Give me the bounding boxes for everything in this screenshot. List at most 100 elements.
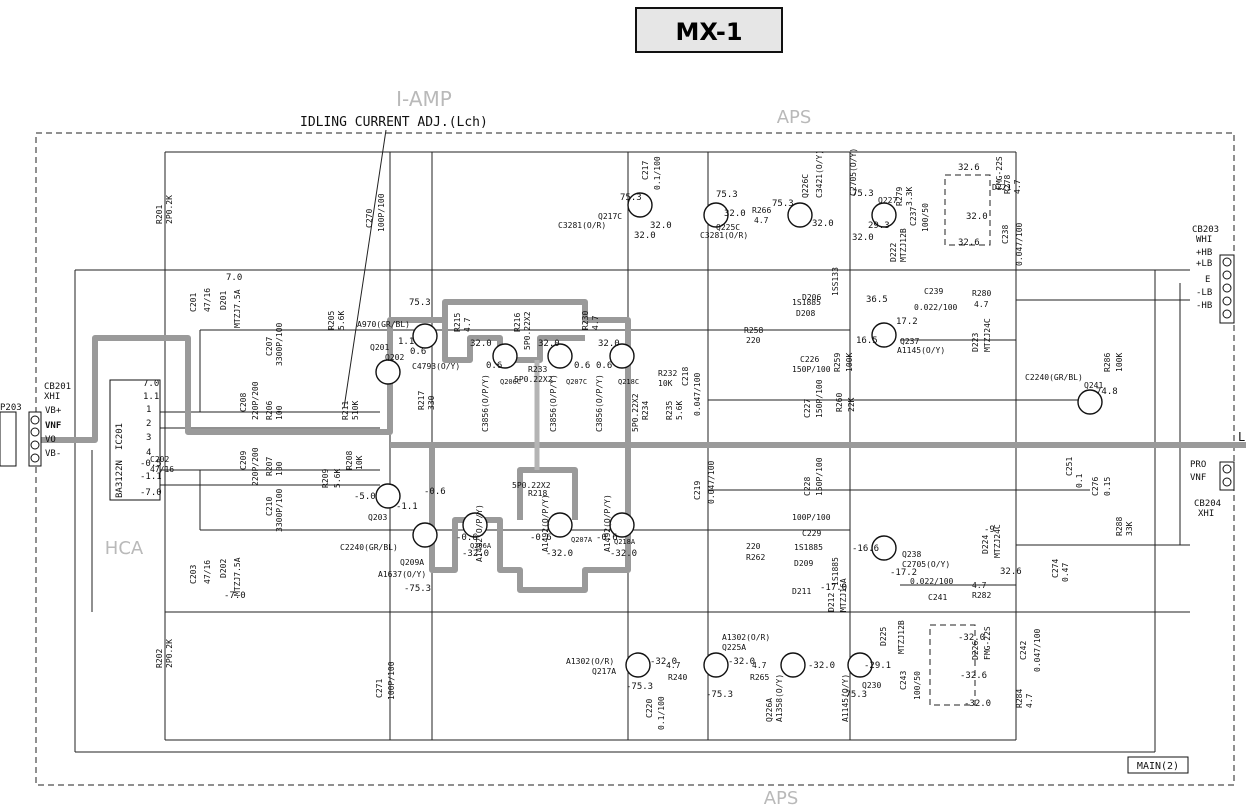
voltage-q206a-n32: -32.0 <box>462 549 489 559</box>
label-r282-value: 4.7 <box>972 581 987 590</box>
label-q225a-part: A1302(O/R) <box>722 633 770 642</box>
voltage-q217c-32: 32.0 <box>634 231 656 241</box>
voltage-fmg-bot-n326: -32.6 <box>960 671 987 681</box>
voltage-d211-n170: -17.0 <box>820 583 847 593</box>
label-q217a-part: A1302(O/R) <box>566 657 614 666</box>
label-c271-ref: C271 <box>375 679 384 698</box>
ic-pin-n11: -1.1 <box>140 472 162 482</box>
label-d224-part: MTZJ24C <box>993 524 1002 558</box>
voltage-q202-11: 1.1 <box>398 337 414 347</box>
label-c237-value: 100/50 <box>921 203 930 232</box>
title-block: MX-1 <box>635 7 783 53</box>
voltage-q207c-06: 0.6 <box>574 361 590 371</box>
label-q226a-part: A1358(O/Y) <box>775 674 784 722</box>
section-label-aps-top: APS <box>777 107 812 128</box>
label-d225-part: MTZJ12B <box>897 620 906 654</box>
label-r266-value: 4.7 <box>754 216 769 225</box>
page-tag-text: MAIN(2) <box>1137 761 1179 772</box>
label-d211-part: 1S1885 <box>831 557 840 586</box>
label-q209a-ref: Q209A <box>400 558 424 567</box>
label-q206c-ref: Q206C <box>500 378 521 386</box>
transistor-symbol-q218c <box>609 343 635 369</box>
label-q207a-ref: Q207A <box>571 536 593 544</box>
label-q203-part: C2240(GR/BL) <box>340 543 398 552</box>
label-r232-ref: R232 <box>658 369 677 378</box>
label-c210-value: 3300P/100 <box>275 488 284 532</box>
transistor-symbol-q225c <box>703 202 729 228</box>
label-r202-value: 2P0.2K <box>165 639 174 668</box>
ic-pin-3: 3 <box>146 433 151 443</box>
label-r262-value: 220 <box>746 542 761 551</box>
label-r278-value: 4.7 <box>1013 179 1022 194</box>
voltage-q237-172: 17.2 <box>896 317 918 327</box>
label-c201-ref: C201 <box>189 293 198 312</box>
voltage-q203-n50: -5.0 <box>354 492 376 502</box>
label-q207c-part: C3856(O/P/Y) <box>549 374 558 432</box>
voltage-q230-n75: -75.3 <box>840 690 867 700</box>
label-q227-part: C2705(O/Y) <box>849 148 858 196</box>
label-q218a-ref: Q218A <box>614 538 636 546</box>
label-c203-ref: C203 <box>189 565 198 584</box>
label-c270-value: 100P/100 <box>377 193 386 232</box>
label-q207c-ref: Q207C <box>566 378 587 386</box>
label-r201-ref: R201 <box>155 205 164 224</box>
voltage-q207a-n32: -32.0 <box>546 549 573 559</box>
label-r211-ref: R211 <box>341 401 350 420</box>
label-r265-ref: R265 <box>750 673 769 682</box>
label-r209-ref: R209 <box>321 469 330 488</box>
label-r240-value: 4.7 <box>666 661 681 670</box>
label-d206-part: 1SS133 <box>831 267 840 296</box>
p203-label: P203 <box>0 403 22 413</box>
label-c218-value: 0.047/100 <box>693 372 702 416</box>
label-r280-ref: R280 <box>972 289 991 298</box>
label-r233-ref: R233 <box>528 365 547 374</box>
label-c274-value: 0.47 <box>1061 563 1070 582</box>
label-q225a-ref: Q225A <box>722 643 746 652</box>
label-c238-value: 0.047/100 <box>1015 222 1024 266</box>
label-r206-value: 100 <box>275 405 284 420</box>
label-q241-ref: Q241 <box>1084 381 1103 390</box>
transistor-symbol-q206c <box>492 343 518 369</box>
label-r282-ref: R282 <box>972 591 991 600</box>
label-r284-ref: R284 <box>1015 689 1024 708</box>
label-r211-value: 510K <box>351 401 360 420</box>
annotation-leader <box>343 129 387 409</box>
label-d209-part: 1S1885 <box>794 543 823 552</box>
voltage-q209a-n06: -0.6 <box>424 487 446 497</box>
voltage-fmg-bot-n32: -32.0 <box>958 633 985 643</box>
capacitor-labels: C201 47/16 C202 47/16 C203 47/16 C207 33… <box>150 156 1112 730</box>
label-d222-part: MTZJ12B <box>899 228 908 262</box>
voltage-q225a-n75: -75.3 <box>706 690 733 700</box>
voltage-q226a-n32: -32.0 <box>808 661 835 671</box>
label-q230-ref: Q230 <box>862 681 881 690</box>
label-c237-ref: C237 <box>909 207 918 226</box>
label-c207-ref: C207 <box>265 337 274 356</box>
label-r258-value: 220 <box>746 336 761 345</box>
label-d221-part: FMG-22S <box>995 156 1004 190</box>
transistor-symbol-q206a <box>462 512 488 538</box>
label-q237-ref: Q237 <box>900 337 919 346</box>
label-c207-value: 3300P/100 <box>275 322 284 366</box>
voltage-d201-7: 7.0 <box>226 273 242 283</box>
label-q217c-part: C3281(O/R) <box>558 221 606 230</box>
label-c276-value: 0.15 <box>1103 477 1112 496</box>
label-r234-value: 5P0.22X2 <box>631 393 640 432</box>
label-r207-value: 100 <box>275 461 284 476</box>
label-c242-value: 0.047/100 <box>1033 628 1042 672</box>
label-q206a-ref: Q206A <box>470 542 492 550</box>
transistor-symbol-q217a <box>625 652 651 678</box>
label-c229-ref: C229 <box>802 529 821 538</box>
voltage-q209a-n75: -75.3 <box>404 584 431 594</box>
label-c219-ref: C219 <box>693 481 702 500</box>
idling-current-annotation: IDLING CURRENT ADJ.(Lch) <box>300 115 488 130</box>
label-c217-value: 0.1/100 <box>653 156 662 190</box>
voltage-q227-75: 75.3 <box>852 189 874 199</box>
cb201-name: CB201 <box>44 382 71 392</box>
voltage-fmg-top-32: 32.0 <box>966 212 988 222</box>
voltage-q225c-32: 32.0 <box>724 209 746 219</box>
label-d226-ref: D226 <box>971 641 980 660</box>
label-d223-ref: D223 <box>971 333 980 352</box>
label-c239-value: 0.022/100 <box>914 303 958 312</box>
fmg-block-top <box>944 174 991 246</box>
ic-pin-2: 2 <box>146 419 151 429</box>
